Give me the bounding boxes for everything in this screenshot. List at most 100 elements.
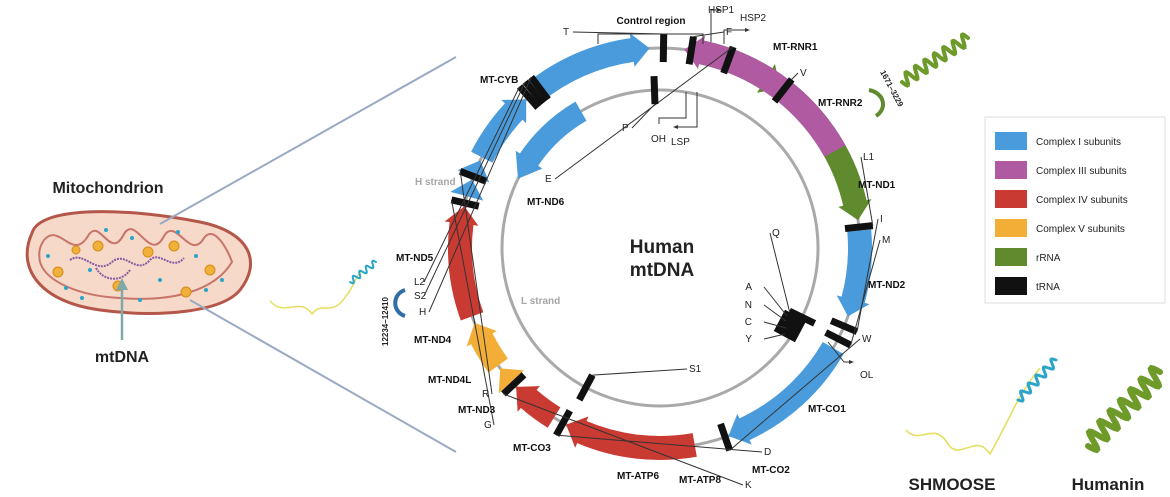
helix-left-coil bbox=[349, 259, 377, 285]
mt-atp6-gene-arc bbox=[466, 322, 508, 373]
hsp2-arrow bbox=[723, 29, 748, 44]
trna-label-f-0: F bbox=[726, 27, 732, 38]
humanin-label: Humanin bbox=[1072, 475, 1145, 494]
shmoose-label: SHMOOSE bbox=[909, 475, 996, 494]
trna-leader-s2-11 bbox=[423, 81, 526, 297]
trna-outer-m-4 bbox=[824, 329, 853, 349]
hsp1-label: HSP1 bbox=[708, 5, 735, 16]
trna-label-k-7: K bbox=[745, 480, 752, 491]
mt-co3-label: MT-CO3 bbox=[513, 443, 551, 454]
mt-atp8-gene-arc bbox=[498, 368, 525, 394]
trna-leader-d-6 bbox=[556, 434, 763, 453]
mitochondrion-title: Mitochondrion bbox=[52, 180, 163, 197]
shmoose-range-label: 12234–12410 bbox=[381, 297, 390, 346]
trna-leader-i-3 bbox=[856, 218, 879, 332]
mt-co2-label: MT-CO2 bbox=[752, 465, 790, 476]
trna-cluster-label-n: N bbox=[745, 300, 752, 311]
trna-leader-k-7 bbox=[503, 393, 744, 486]
trna-outer-f-0 bbox=[685, 36, 697, 65]
mt-nd5-gene-arc bbox=[526, 33, 650, 102]
trna-cluster-label-a: A bbox=[745, 282, 752, 293]
trna-outer-l1-2 bbox=[844, 222, 874, 233]
trna-label-h-12: H bbox=[419, 307, 426, 318]
trna-label-t-14: T bbox=[563, 27, 569, 38]
shmoose-helix-large bbox=[1016, 357, 1058, 403]
mt-nd4l-label: MT-ND4L bbox=[428, 375, 471, 386]
trna-label-q-1: Q bbox=[772, 228, 780, 239]
hsp2-label: HSP2 bbox=[740, 13, 767, 24]
mtdna-pointer-arrow bbox=[116, 278, 128, 290]
control-region-label: Control region bbox=[617, 16, 686, 27]
trna-label-g-8: G bbox=[484, 420, 492, 431]
mt-nd4-gene-arc bbox=[471, 99, 527, 163]
l-strand-label: L strand bbox=[521, 296, 560, 307]
trna-outer-l2-10 bbox=[516, 84, 541, 110]
trna-inner-q-1 bbox=[787, 307, 817, 327]
mt-co1-label: MT-CO1 bbox=[808, 404, 846, 415]
control-region-bracket bbox=[597, 33, 704, 44]
trna-outer-t-14 bbox=[659, 33, 668, 63]
legend-label-0: Complex I subunits bbox=[1036, 137, 1121, 148]
mt-nd1-gene-arc bbox=[836, 229, 873, 317]
legend-label-3: Complex V subunits bbox=[1036, 224, 1125, 235]
mt-nd3-label: MT-ND3 bbox=[458, 405, 496, 416]
trna-outer-h-12 bbox=[528, 74, 551, 102]
trna-leader-m-4 bbox=[850, 239, 881, 346]
trna-outer-w-5 bbox=[717, 422, 733, 452]
zoom-line-top bbox=[159, 56, 457, 225]
trna-outer-s2-11 bbox=[522, 79, 546, 106]
legend-label-4: rRNA bbox=[1036, 253, 1061, 264]
hsp2-arrowhead bbox=[745, 28, 750, 32]
mt-nd1-label: MT-ND1 bbox=[858, 180, 896, 191]
center-title-human: Human bbox=[630, 237, 694, 258]
trna-label-v-1: V bbox=[800, 68, 807, 79]
trna-label-l1-2: L1 bbox=[863, 152, 875, 163]
trna-cluster-label-y: Y bbox=[745, 334, 752, 345]
trna-leader-f-0 bbox=[693, 31, 725, 38]
trna-leader-v-1 bbox=[791, 72, 799, 80]
trna-outer-k-7 bbox=[501, 372, 527, 397]
center-title-mtdna: mtDNA bbox=[630, 260, 695, 281]
legend-label-1: Complex III subunits bbox=[1036, 166, 1127, 177]
trna-leader-l2-10 bbox=[423, 86, 521, 283]
trna-leader-h-12 bbox=[428, 76, 532, 313]
shmoose-structure-large: SHMOOSE bbox=[905, 357, 1058, 494]
helix-top-coil bbox=[900, 32, 970, 88]
trna-label-m-4: M bbox=[882, 235, 890, 246]
trna-leader-e-13 bbox=[554, 46, 734, 180]
mt-nd3-gene-arc bbox=[450, 179, 484, 201]
legend-label-2: Complex IV subunits bbox=[1036, 195, 1128, 206]
trna-leader-s1-2 bbox=[592, 368, 688, 376]
trna-outer-d-6 bbox=[553, 408, 573, 437]
mt-atp8-label: MT-ATP8 bbox=[679, 475, 721, 486]
mt-atp6-label: MT-ATP6 bbox=[617, 471, 659, 482]
oh-label: OH bbox=[651, 134, 666, 145]
trna-leader-q-1 bbox=[769, 232, 790, 312]
trna-label-r-9: R bbox=[482, 389, 489, 400]
mt-rnr1-label: MT-RNR1 bbox=[773, 42, 818, 53]
trna-outer-e-13 bbox=[720, 45, 737, 75]
ol-arrowhead bbox=[849, 360, 854, 364]
trna-leader-g-8 bbox=[450, 199, 495, 426]
gene-label-layer: MT-RNR1MT-RNR2MT-ND1MT-ND2MT-CO1MT-CO2MT… bbox=[396, 42, 906, 486]
humanin-range-marker: 1671–3229 bbox=[868, 69, 905, 118]
trna-label-i-3: I bbox=[880, 214, 883, 225]
inner-ring bbox=[500, 88, 820, 408]
legend-swatch-3 bbox=[995, 219, 1027, 237]
trna-inner-s1-2 bbox=[576, 373, 596, 402]
trna-inner-p-0 bbox=[650, 75, 659, 105]
mitochondrion-outer-membrane bbox=[25, 210, 252, 315]
lsp-arrowhead bbox=[673, 125, 678, 129]
shmoose-helix-small bbox=[349, 259, 377, 285]
trna-outer-v-1 bbox=[771, 77, 795, 104]
lsp-label: LSP bbox=[671, 137, 690, 148]
trna-cluster-label-c: C bbox=[745, 317, 752, 328]
mitochondrion-dna-strands bbox=[69, 256, 185, 280]
mt-rnr2-label: MT-RNR2 bbox=[818, 98, 863, 109]
legend-swatch-5 bbox=[995, 277, 1027, 295]
trna-label-w-5: W bbox=[862, 334, 872, 345]
zoom-line-bottom bbox=[189, 299, 457, 453]
trna-label-e-13: E bbox=[545, 174, 552, 185]
